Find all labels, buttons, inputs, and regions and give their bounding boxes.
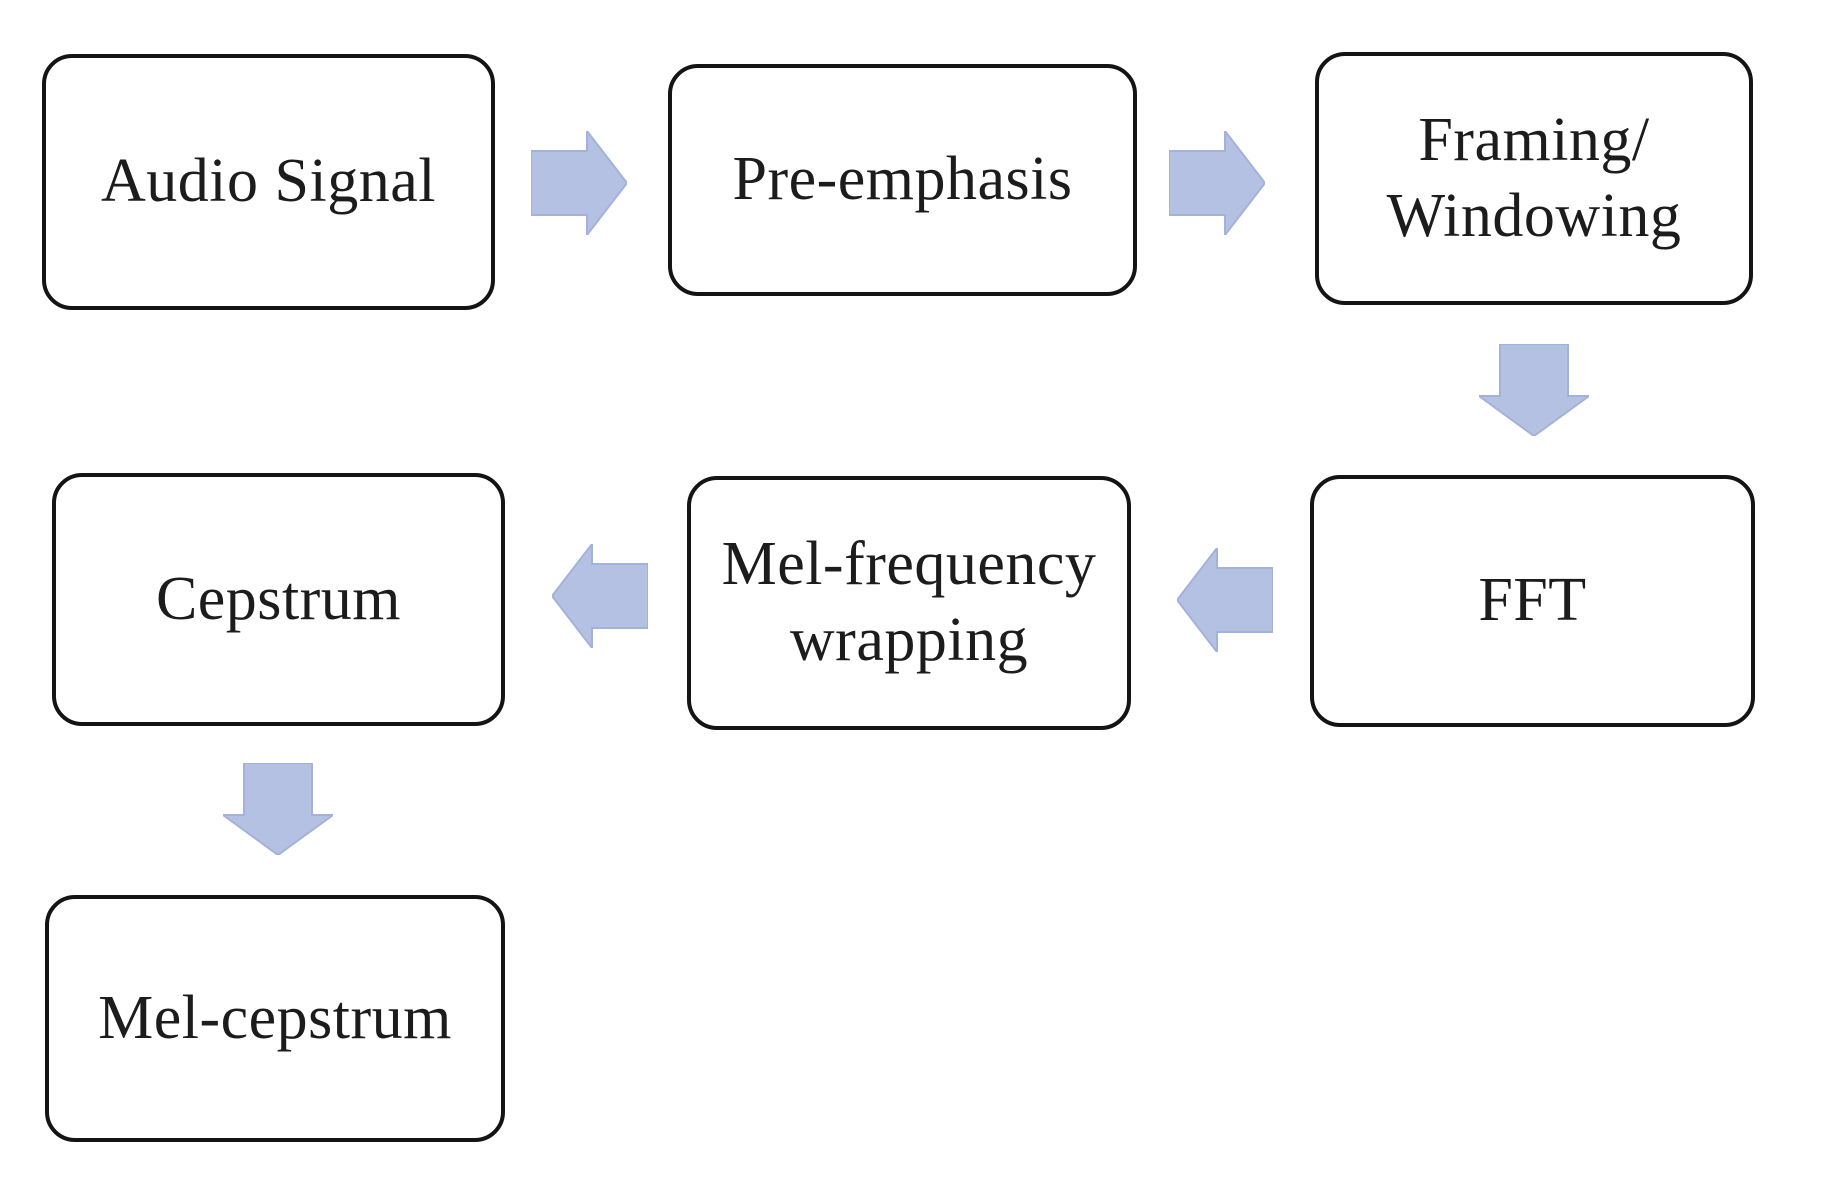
- arrow-down-icon: [1479, 344, 1589, 436]
- node-label: Mel-cepstrum: [98, 983, 452, 1052]
- node-label: FFT: [1478, 566, 1587, 635]
- node-label: Audio Signal: [101, 147, 436, 216]
- node-pre-emphasis: Pre-emphasis: [668, 64, 1137, 296]
- node-label: Mel-frequency: [721, 530, 1097, 599]
- arrow-left-icon: [552, 544, 648, 648]
- arrow-right-icon: [1169, 131, 1265, 235]
- node-cepstrum: Cepstrum: [52, 473, 505, 726]
- arrow-right-icon: [531, 131, 627, 235]
- arrow-down-icon: [223, 763, 333, 855]
- node-mel-cepstrum: Mel-cepstrum: [45, 895, 505, 1142]
- arrow-left-icon: [1177, 548, 1273, 652]
- node-fft: FFT: [1310, 475, 1755, 727]
- node-framing-windowing: Framing/ Windowing: [1315, 52, 1753, 305]
- node-label: Framing/: [1418, 105, 1650, 174]
- node-label: Cepstrum: [155, 564, 402, 633]
- node-audio-signal: Audio Signal: [42, 54, 495, 310]
- node-label: Windowing: [1386, 181, 1682, 250]
- node-label: wrapping: [789, 606, 1029, 674]
- node-mel-frequency-wrapping: Mel-frequency wrapping: [687, 476, 1131, 730]
- node-label: Pre-emphasis: [732, 145, 1073, 214]
